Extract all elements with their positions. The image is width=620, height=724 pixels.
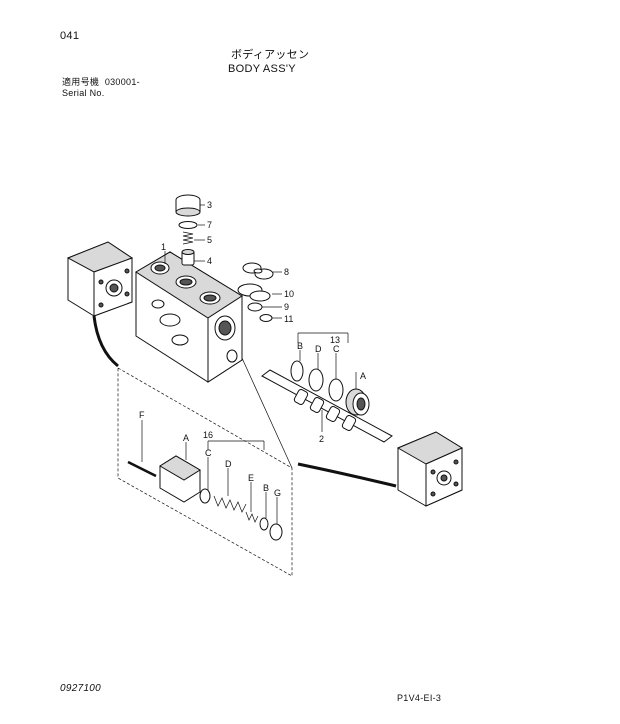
callout-5: 5 [207, 235, 212, 245]
callout-b-13: B [297, 341, 303, 351]
callout-a-16: A [183, 433, 189, 443]
callout-3: 3 [207, 200, 212, 210]
leader-cover-to-subassembly [241, 357, 293, 469]
callout-g-16: G [274, 488, 281, 498]
drawing-number: 0927100 [60, 683, 102, 694]
callout-c-16: C [205, 448, 212, 458]
serial-label-en: Serial No. [62, 88, 105, 98]
spring-5 [182, 231, 194, 245]
cap-a-16 [159, 455, 201, 503]
callout-b-16: B [263, 483, 269, 493]
title-japanese: ボディアッセン [231, 49, 310, 61]
right-end-cover [396, 431, 464, 507]
subassembly-16-enclosure [117, 367, 293, 577]
callout-9: 9 [284, 302, 289, 312]
callout-e-16: E [248, 473, 254, 483]
left-end-cover [66, 241, 134, 317]
spring-e-16 [245, 511, 259, 523]
seal-c-13 [328, 378, 344, 402]
page-number: 041 [60, 30, 80, 42]
callout-10: 10 [284, 289, 294, 299]
leader-lines [141, 204, 357, 524]
title-english: BODY ASS'Y [228, 63, 296, 75]
callout-d-16: D [225, 459, 232, 469]
callout-7: 7 [207, 220, 212, 230]
ring-9 [247, 302, 263, 312]
ring-b-16 [259, 517, 269, 531]
callout-16: 16 [203, 430, 213, 440]
seal-a-13 [345, 388, 370, 416]
valve-body [135, 251, 243, 383]
callout-11: 11 [284, 314, 293, 324]
callout-f: F [139, 410, 145, 420]
poppet-4 [181, 249, 195, 266]
callout-2: 2 [319, 434, 324, 444]
callout-1: 1 [161, 242, 166, 252]
ring-11 [259, 314, 273, 322]
callout-13: 13 [330, 335, 340, 345]
ring-c-16 [199, 488, 211, 504]
seal-d-13 [308, 368, 324, 392]
plug-3 [175, 194, 201, 217]
o-ring-7 [178, 221, 198, 229]
serial-range: 適用号機 030001- [62, 76, 140, 88]
callout-a-13: A [360, 371, 366, 381]
spool-2 [261, 369, 393, 443]
ring-group-8 [242, 262, 274, 280]
callout-8: 8 [284, 267, 289, 277]
callout-c-13: C [333, 344, 340, 354]
callout-4: 4 [207, 256, 212, 266]
seal-b-13 [290, 360, 304, 382]
serial-label-jp: 適用号機 [62, 77, 100, 87]
spring-d-16 [213, 495, 247, 513]
callout-d-13: D [315, 344, 322, 354]
sheet-code: P1V4-EI-3 [397, 693, 442, 703]
bolt-f [127, 460, 157, 478]
ring-g-16 [269, 523, 283, 541]
ring-group-10 [237, 283, 271, 302]
serial-value: 030001- [104, 77, 140, 87]
